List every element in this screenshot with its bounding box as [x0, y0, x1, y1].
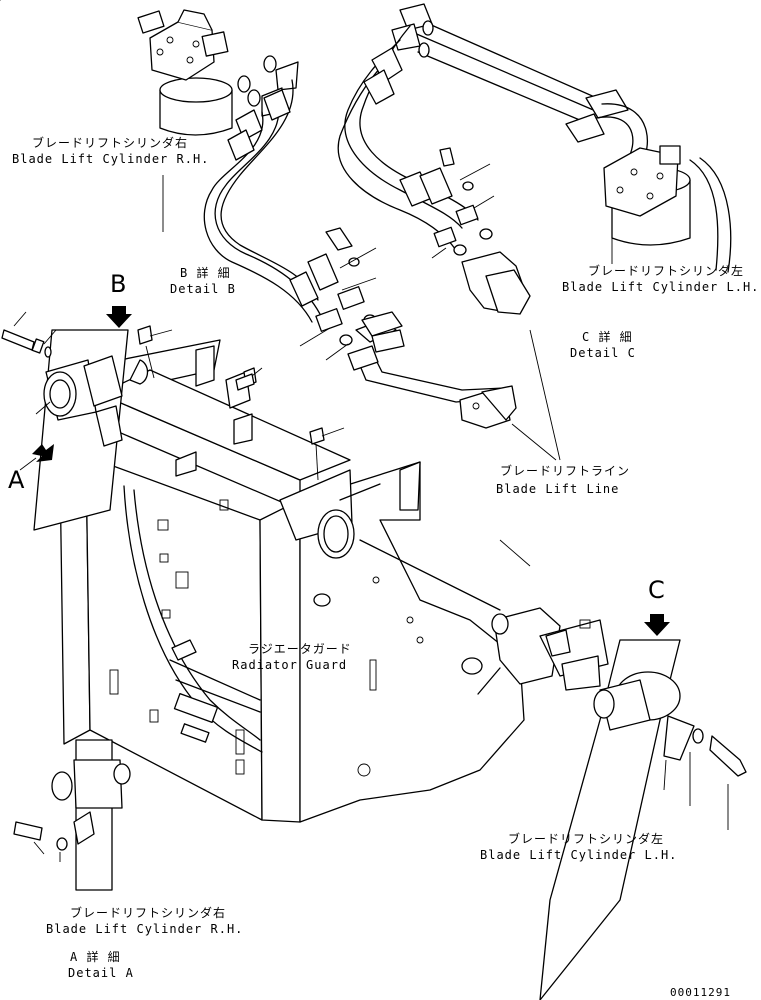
view-b-letter: B	[110, 270, 127, 298]
cylinder-lh-bottom-label-jp: ブレードリフトシリンダ左	[508, 832, 665, 846]
detail-b-label-jp: B 詳 細	[180, 266, 231, 280]
blade-lift-line-label-jp: ブレードリフトライン	[500, 464, 631, 478]
cylinder-lh-top-label-jp: ブレードリフトシリンダ左	[588, 264, 745, 278]
detail-a-label-jp: A 詳 細	[70, 950, 121, 964]
radiator-guard	[0, 0, 525, 823]
cylinder-lh-top-label-en: Blade Lift Cylinder L.H.	[562, 280, 760, 294]
detail-a-cylinder	[13, 739, 131, 891]
radiator-guard-label-en: Radiator Guard	[232, 658, 348, 672]
cylinder-lh-lower	[359, 539, 747, 1000]
cylinder-rh-top-assembly	[137, 9, 299, 232]
cylinder-lh-bottom-label-en: Blade Lift Cylinder L.H.	[480, 848, 678, 862]
view-c-letter: C	[648, 576, 665, 604]
view-a-letter: A	[8, 466, 25, 494]
cylinder-rh-top-label-en: Blade Lift Cylinder R.H.	[12, 152, 210, 166]
detail-a-label-en: Detail A	[68, 966, 134, 980]
hose-sleeve-upper	[227, 89, 291, 161]
view-arrows	[19, 306, 670, 636]
detail-b-label-en: Detail B	[170, 282, 236, 296]
cylinder-lh-top-assembly	[411, 19, 732, 273]
cylinder-rh-bottom-label-en: Blade Lift Cylinder R.H.	[46, 922, 244, 936]
detail-c-label-en: Detail C	[570, 346, 636, 360]
detail-c-label-jp: C 詳 細	[582, 330, 633, 344]
drawing-number: 00011291	[670, 986, 731, 999]
hose-sleeve-lower	[289, 253, 339, 307]
arrow-b-icon	[106, 306, 132, 328]
bolts-detail-a-upper	[1, 311, 345, 481]
cylinder-rh-bottom-label-jp: ブレードリフトシリンダ右	[70, 906, 227, 920]
hose-pair-detail-b	[203, 79, 397, 361]
arrow-a-icon	[32, 444, 54, 462]
cylinder-rh-top-label-jp: ブレードリフトシリンダ右	[32, 136, 189, 150]
cylinder-rh-mid	[33, 329, 129, 531]
radiator-guard-label-jp: ラジエータガード	[248, 642, 352, 656]
leader-lines	[499, 329, 561, 567]
blade-lift-line-pipe	[347, 311, 517, 429]
hose-pair-detail-c	[337, 3, 613, 315]
blade-lift-line-label-en: Blade Lift Line	[496, 482, 620, 496]
arrow-c-icon	[644, 614, 670, 636]
